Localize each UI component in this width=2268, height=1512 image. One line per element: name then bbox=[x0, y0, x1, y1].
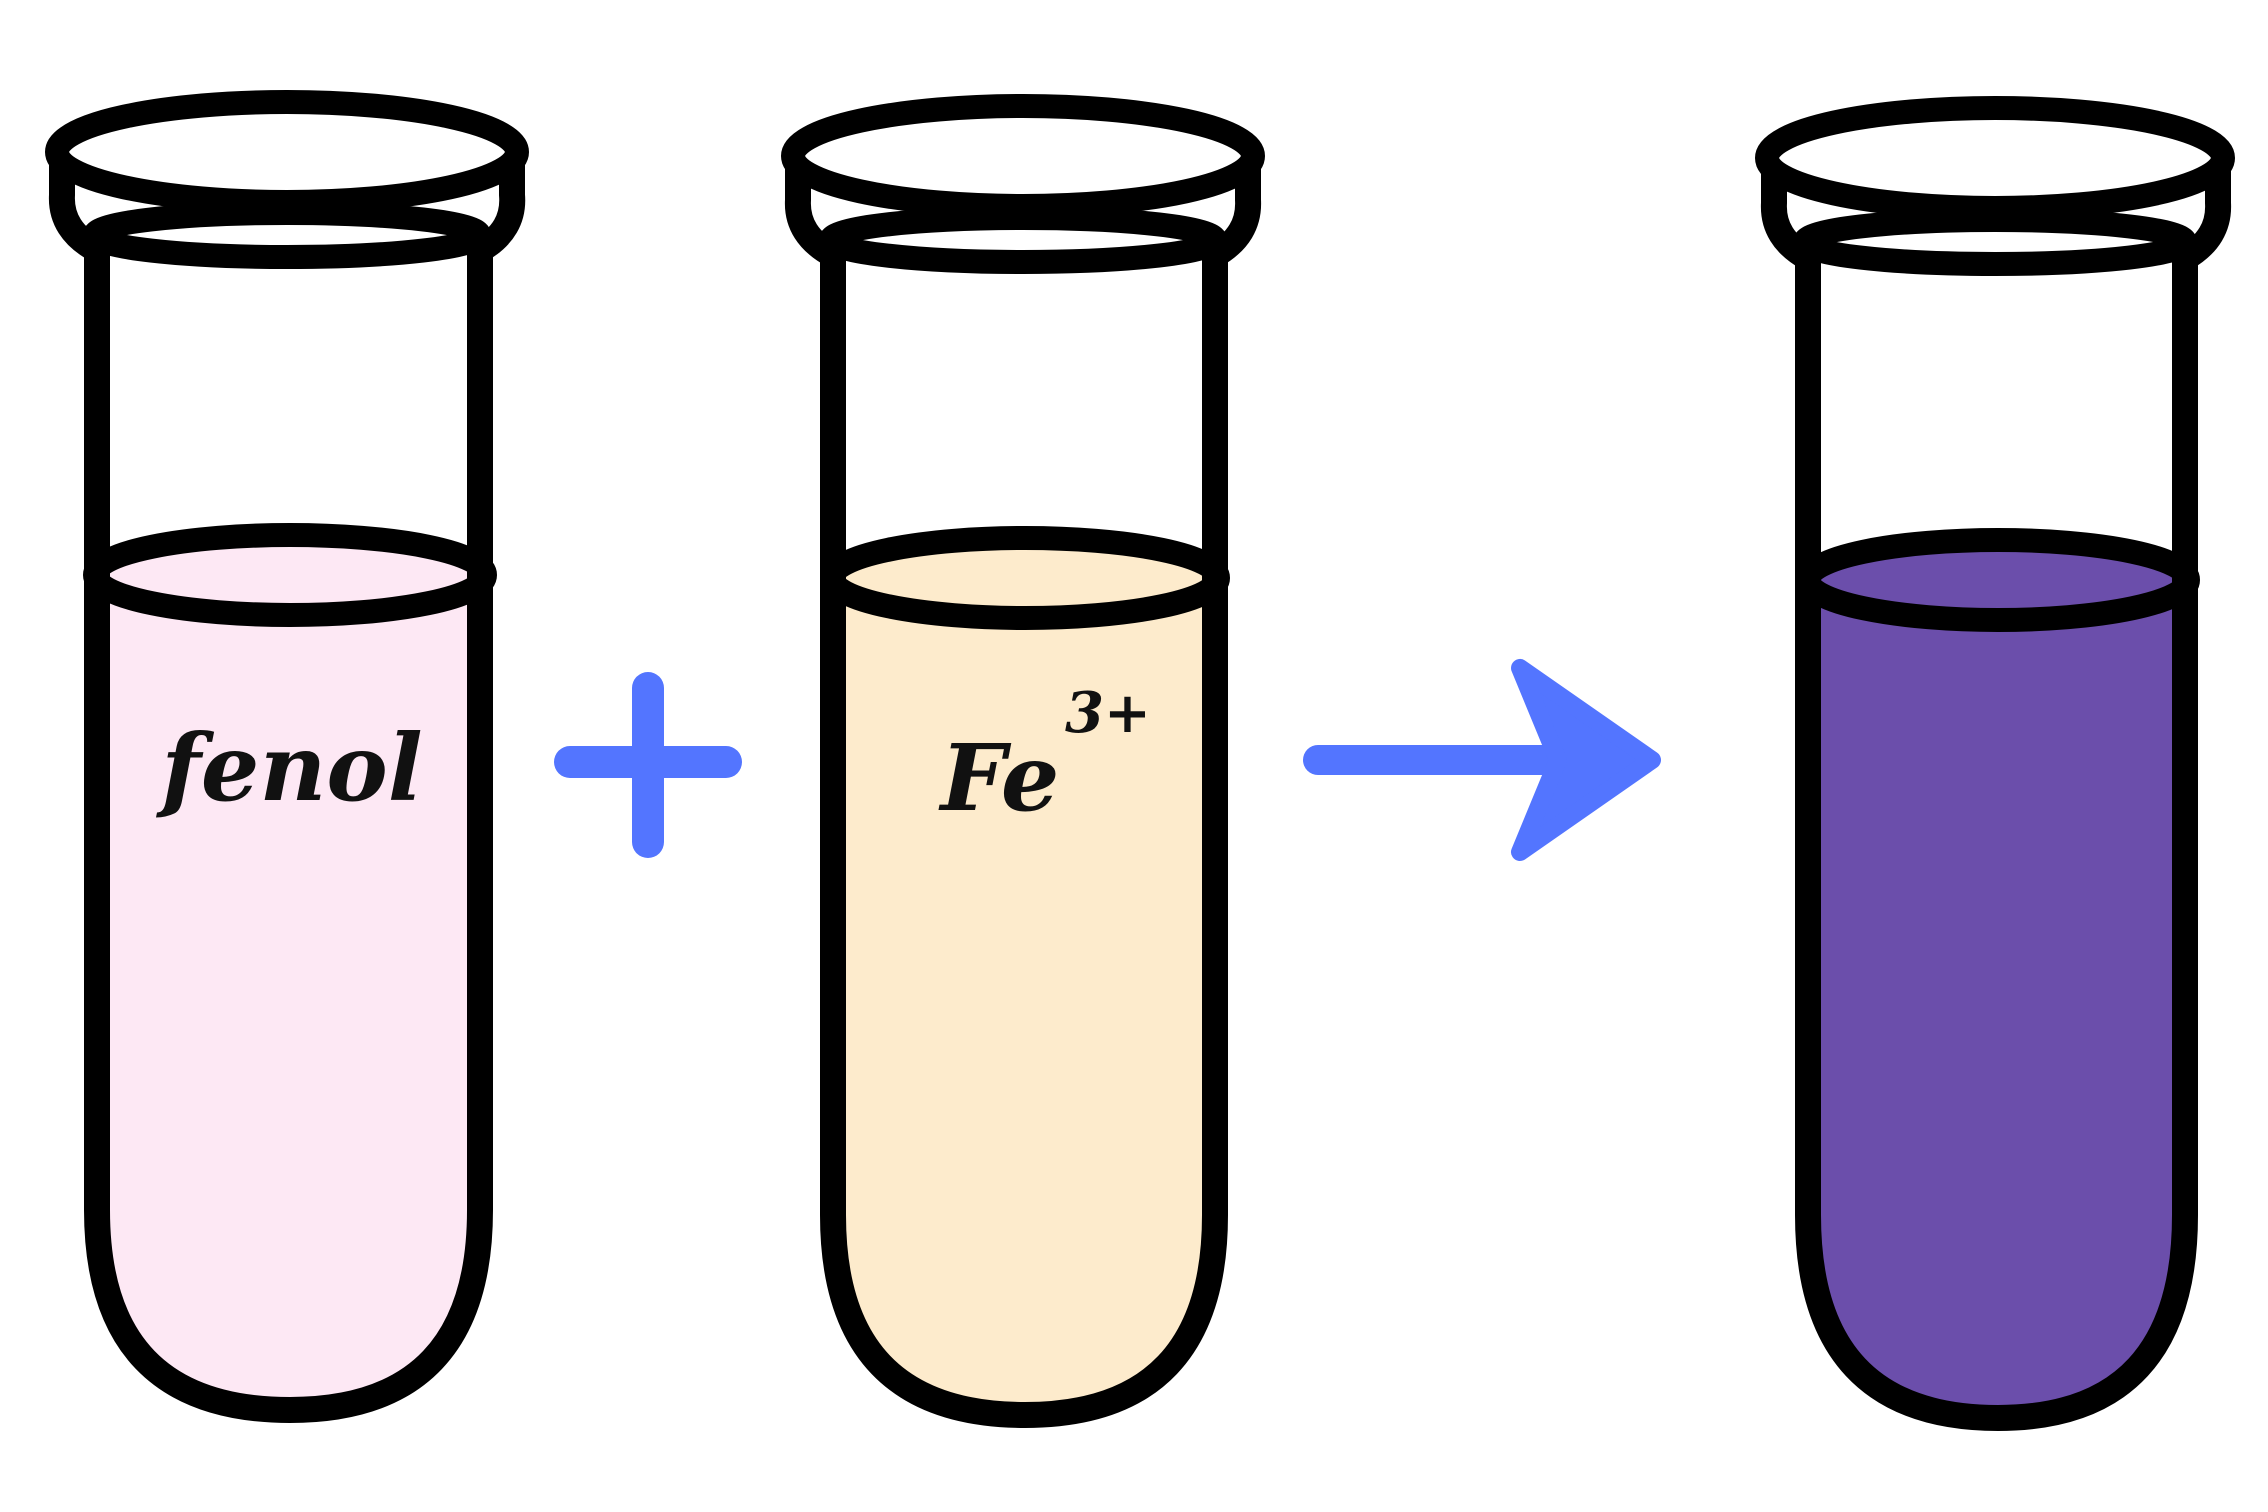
tube-rim-inner bbox=[1793, 208, 2197, 276]
iron-solution bbox=[833, 575, 1215, 1415]
phenol-solution bbox=[97, 570, 480, 1410]
tube-label-iron-charge: 3+ bbox=[1065, 680, 1151, 746]
test-tube-iron: Fe 3+ bbox=[781, 94, 1265, 1428]
test-tube-phenol: fenol bbox=[45, 90, 529, 1423]
tube-label-phenol: fenol bbox=[155, 714, 422, 822]
tube-outline bbox=[1795, 245, 2198, 1431]
test-tube-product bbox=[1755, 96, 2235, 1431]
tube-outline bbox=[820, 242, 1228, 1428]
iron-meniscus bbox=[820, 526, 1230, 630]
arrow-right-icon bbox=[1303, 659, 1661, 861]
tube-rim-inner bbox=[819, 206, 1227, 274]
tube-rim bbox=[781, 94, 1265, 218]
tube-rim-inner bbox=[83, 201, 491, 269]
product-meniscus bbox=[1796, 528, 2200, 632]
plus-icon bbox=[554, 672, 742, 858]
phenol-meniscus bbox=[83, 523, 497, 627]
tube-label-iron: Fe bbox=[938, 724, 1060, 832]
product-solution bbox=[1808, 580, 2185, 1418]
tube-rim bbox=[45, 90, 529, 214]
tube-outline bbox=[84, 237, 493, 1423]
tube-rim bbox=[1755, 96, 2235, 220]
